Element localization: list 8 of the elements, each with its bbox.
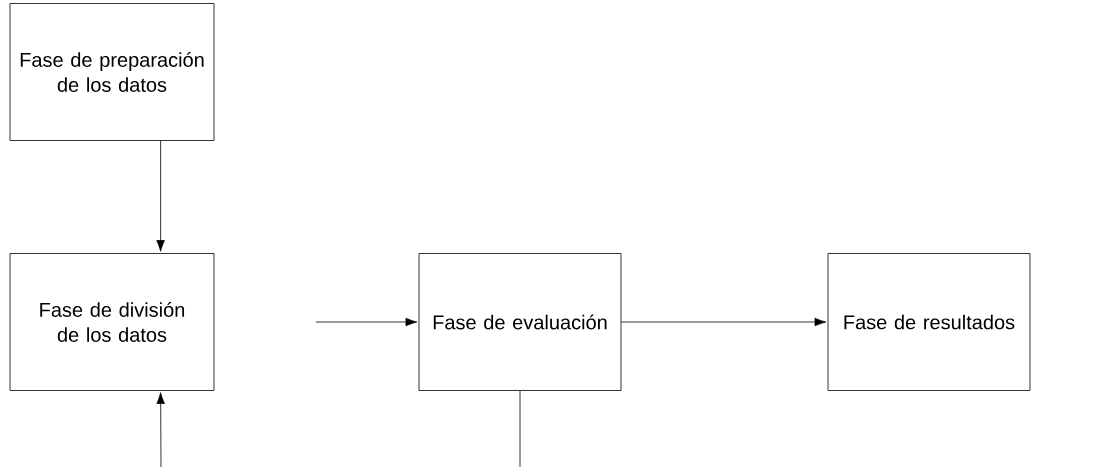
process-box: Fase de evaluación bbox=[418, 253, 622, 391]
arrow bbox=[156, 392, 165, 468]
arrow bbox=[156, 140, 165, 252]
process-box: Fase de preparación de los datos bbox=[9, 3, 215, 141]
process-box: Fase de resultados bbox=[827, 253, 1031, 391]
process-box: Fase de división de los datos bbox=[9, 253, 215, 391]
arrow bbox=[621, 317, 827, 327]
arrow bbox=[315, 317, 418, 327]
